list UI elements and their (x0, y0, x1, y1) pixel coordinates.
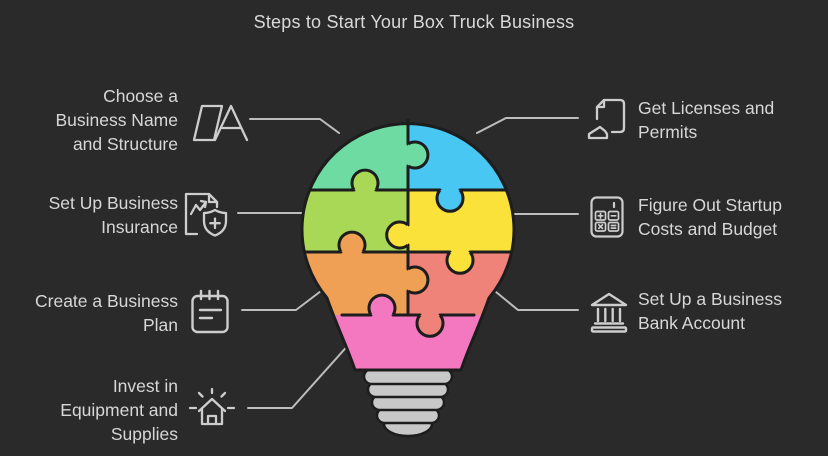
step-label-bank-account: Set Up a Business Bank Account (638, 289, 782, 333)
knob-pink-up (367, 293, 397, 316)
bank-icon (590, 292, 628, 333)
step-label-insurance: Set Up Business Insurance (48, 193, 178, 237)
bulb-screw-base (362, 367, 454, 438)
knob-orange-up (337, 230, 367, 253)
connector-lines (237, 117, 579, 409)
house-shine-icon (188, 387, 236, 426)
knob-yellow-down (445, 251, 475, 275)
step-label-business-plan: Create a Business Plan (35, 291, 178, 335)
license-stamp-icon (587, 98, 626, 140)
puzzle-boundaries (302, 118, 514, 317)
knob-lime-up (350, 168, 380, 191)
step-label-licenses: Get Licenses and Permits (638, 98, 775, 142)
notepad-icon (191, 289, 229, 334)
knob-blue-down (435, 189, 465, 213)
insurance-shield-icon (184, 192, 228, 237)
knob-green-right (407, 140, 430, 170)
puzzle-knobs (337, 140, 475, 338)
knob-salmon-down (415, 314, 445, 338)
calculator-icon (590, 196, 624, 238)
rename-icon (192, 104, 249, 142)
page-title: Steps to Start Your Box Truck Business (253, 12, 575, 32)
knob-orange-right (407, 265, 430, 295)
step-label-invest: Invest in Equipment and Supplies (60, 376, 178, 444)
knob-yellow-left (385, 220, 409, 250)
step-label-choose-name: Choose a Business Name and Structure (55, 86, 178, 154)
step-label-startup-costs: Figure Out Startup Costs and Budget (638, 195, 782, 239)
